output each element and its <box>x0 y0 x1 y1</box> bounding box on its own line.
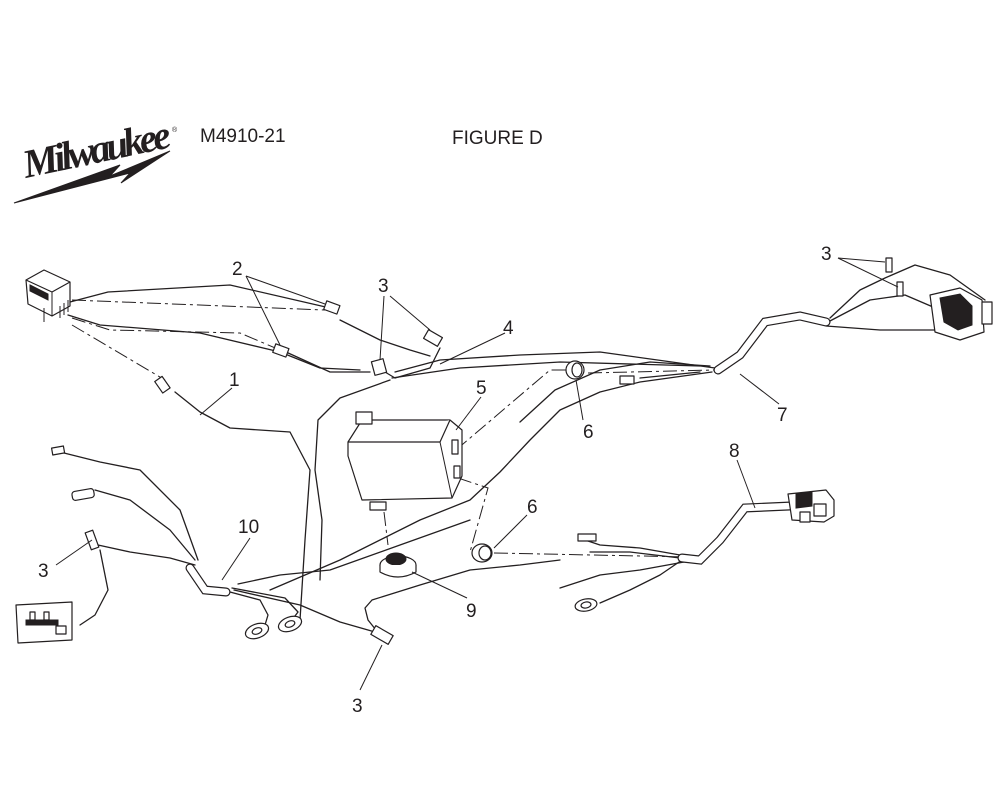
harness-sheaths <box>185 311 831 597</box>
model-number: M4910-21 <box>200 126 286 147</box>
relay-part <box>25 269 71 322</box>
control-box-part <box>347 411 463 511</box>
callout-3-left: 3 <box>38 561 49 582</box>
svg-text:®: ® <box>172 126 178 134</box>
callout-3-top: 3 <box>378 276 389 297</box>
callout-4: 4 <box>503 318 514 339</box>
switch-plate-part <box>15 601 73 644</box>
strain-relief-part <box>379 552 417 578</box>
plug-connector-top-right <box>885 257 993 341</box>
bullet-connectors <box>154 300 444 394</box>
callout-5: 5 <box>476 378 487 399</box>
callout-6-lower: 6 <box>527 497 538 518</box>
grommet-upper <box>565 360 635 385</box>
callout-1: 1 <box>229 370 240 391</box>
callout-9: 9 <box>466 601 477 622</box>
callout-3-right: 3 <box>821 244 832 265</box>
plug-connector-8 <box>787 489 835 523</box>
wires <box>59 264 986 636</box>
callout-7: 7 <box>777 405 788 426</box>
callout-numbers: 2 3 4 1 5 6 7 8 6 9 10 3 3 3 <box>38 244 832 717</box>
milwaukee-logo: Milwaukee ® <box>13 112 178 204</box>
callout-8: 8 <box>729 441 740 462</box>
leader-lines <box>55 257 899 691</box>
grommet-lower <box>471 543 493 563</box>
callout-2: 2 <box>232 259 243 280</box>
figure-title: FIGURE D <box>452 128 543 149</box>
callout-10: 10 <box>238 517 259 538</box>
terminals <box>50 445 598 645</box>
callout-6-upper: 6 <box>583 422 594 443</box>
callout-3-bottom: 3 <box>352 696 363 717</box>
